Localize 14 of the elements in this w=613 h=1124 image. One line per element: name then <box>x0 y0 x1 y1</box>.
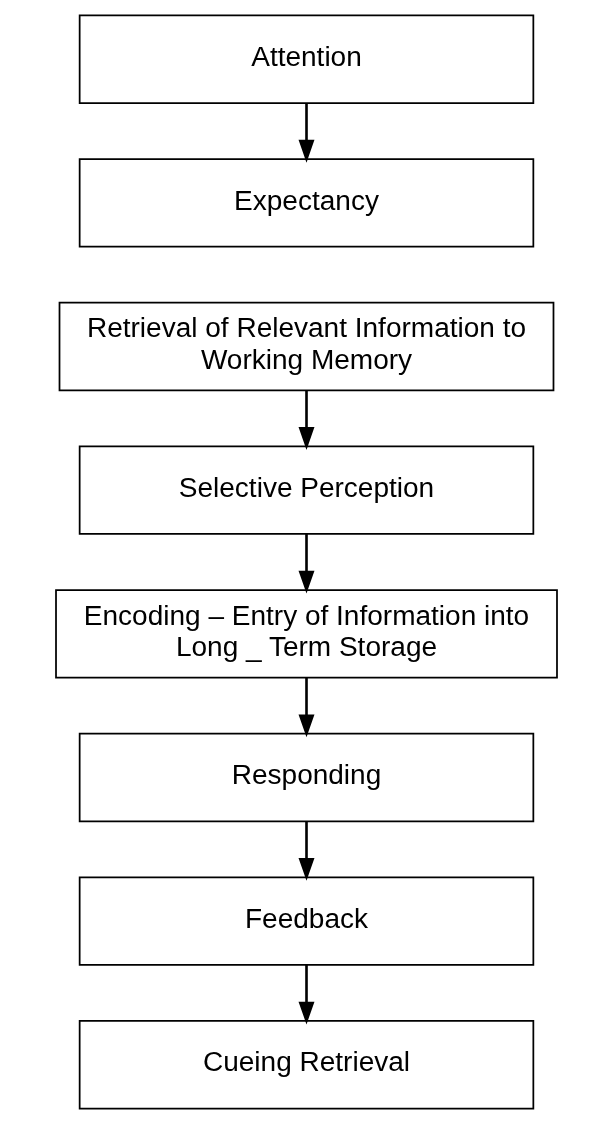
node-box: Cueing Retrieval <box>78 1020 535 1110</box>
arrow <box>298 533 315 594</box>
node-box: Selective Perception <box>78 445 535 535</box>
node-box: Encoding – Entry of Information into Long _ Term Storage <box>55 589 558 679</box>
node-box: Attention <box>78 14 535 104</box>
node-box: Expectancy <box>78 158 535 248</box>
arrow <box>298 821 315 881</box>
arrow <box>298 390 315 450</box>
arrow <box>298 677 315 738</box>
arrow <box>298 964 315 1025</box>
node-box: Feedback <box>78 876 535 966</box>
arrow <box>298 103 315 163</box>
node-box: Responding <box>78 732 535 823</box>
node-box: Retrieval of Relevant Information to Working Memory <box>58 301 555 392</box>
